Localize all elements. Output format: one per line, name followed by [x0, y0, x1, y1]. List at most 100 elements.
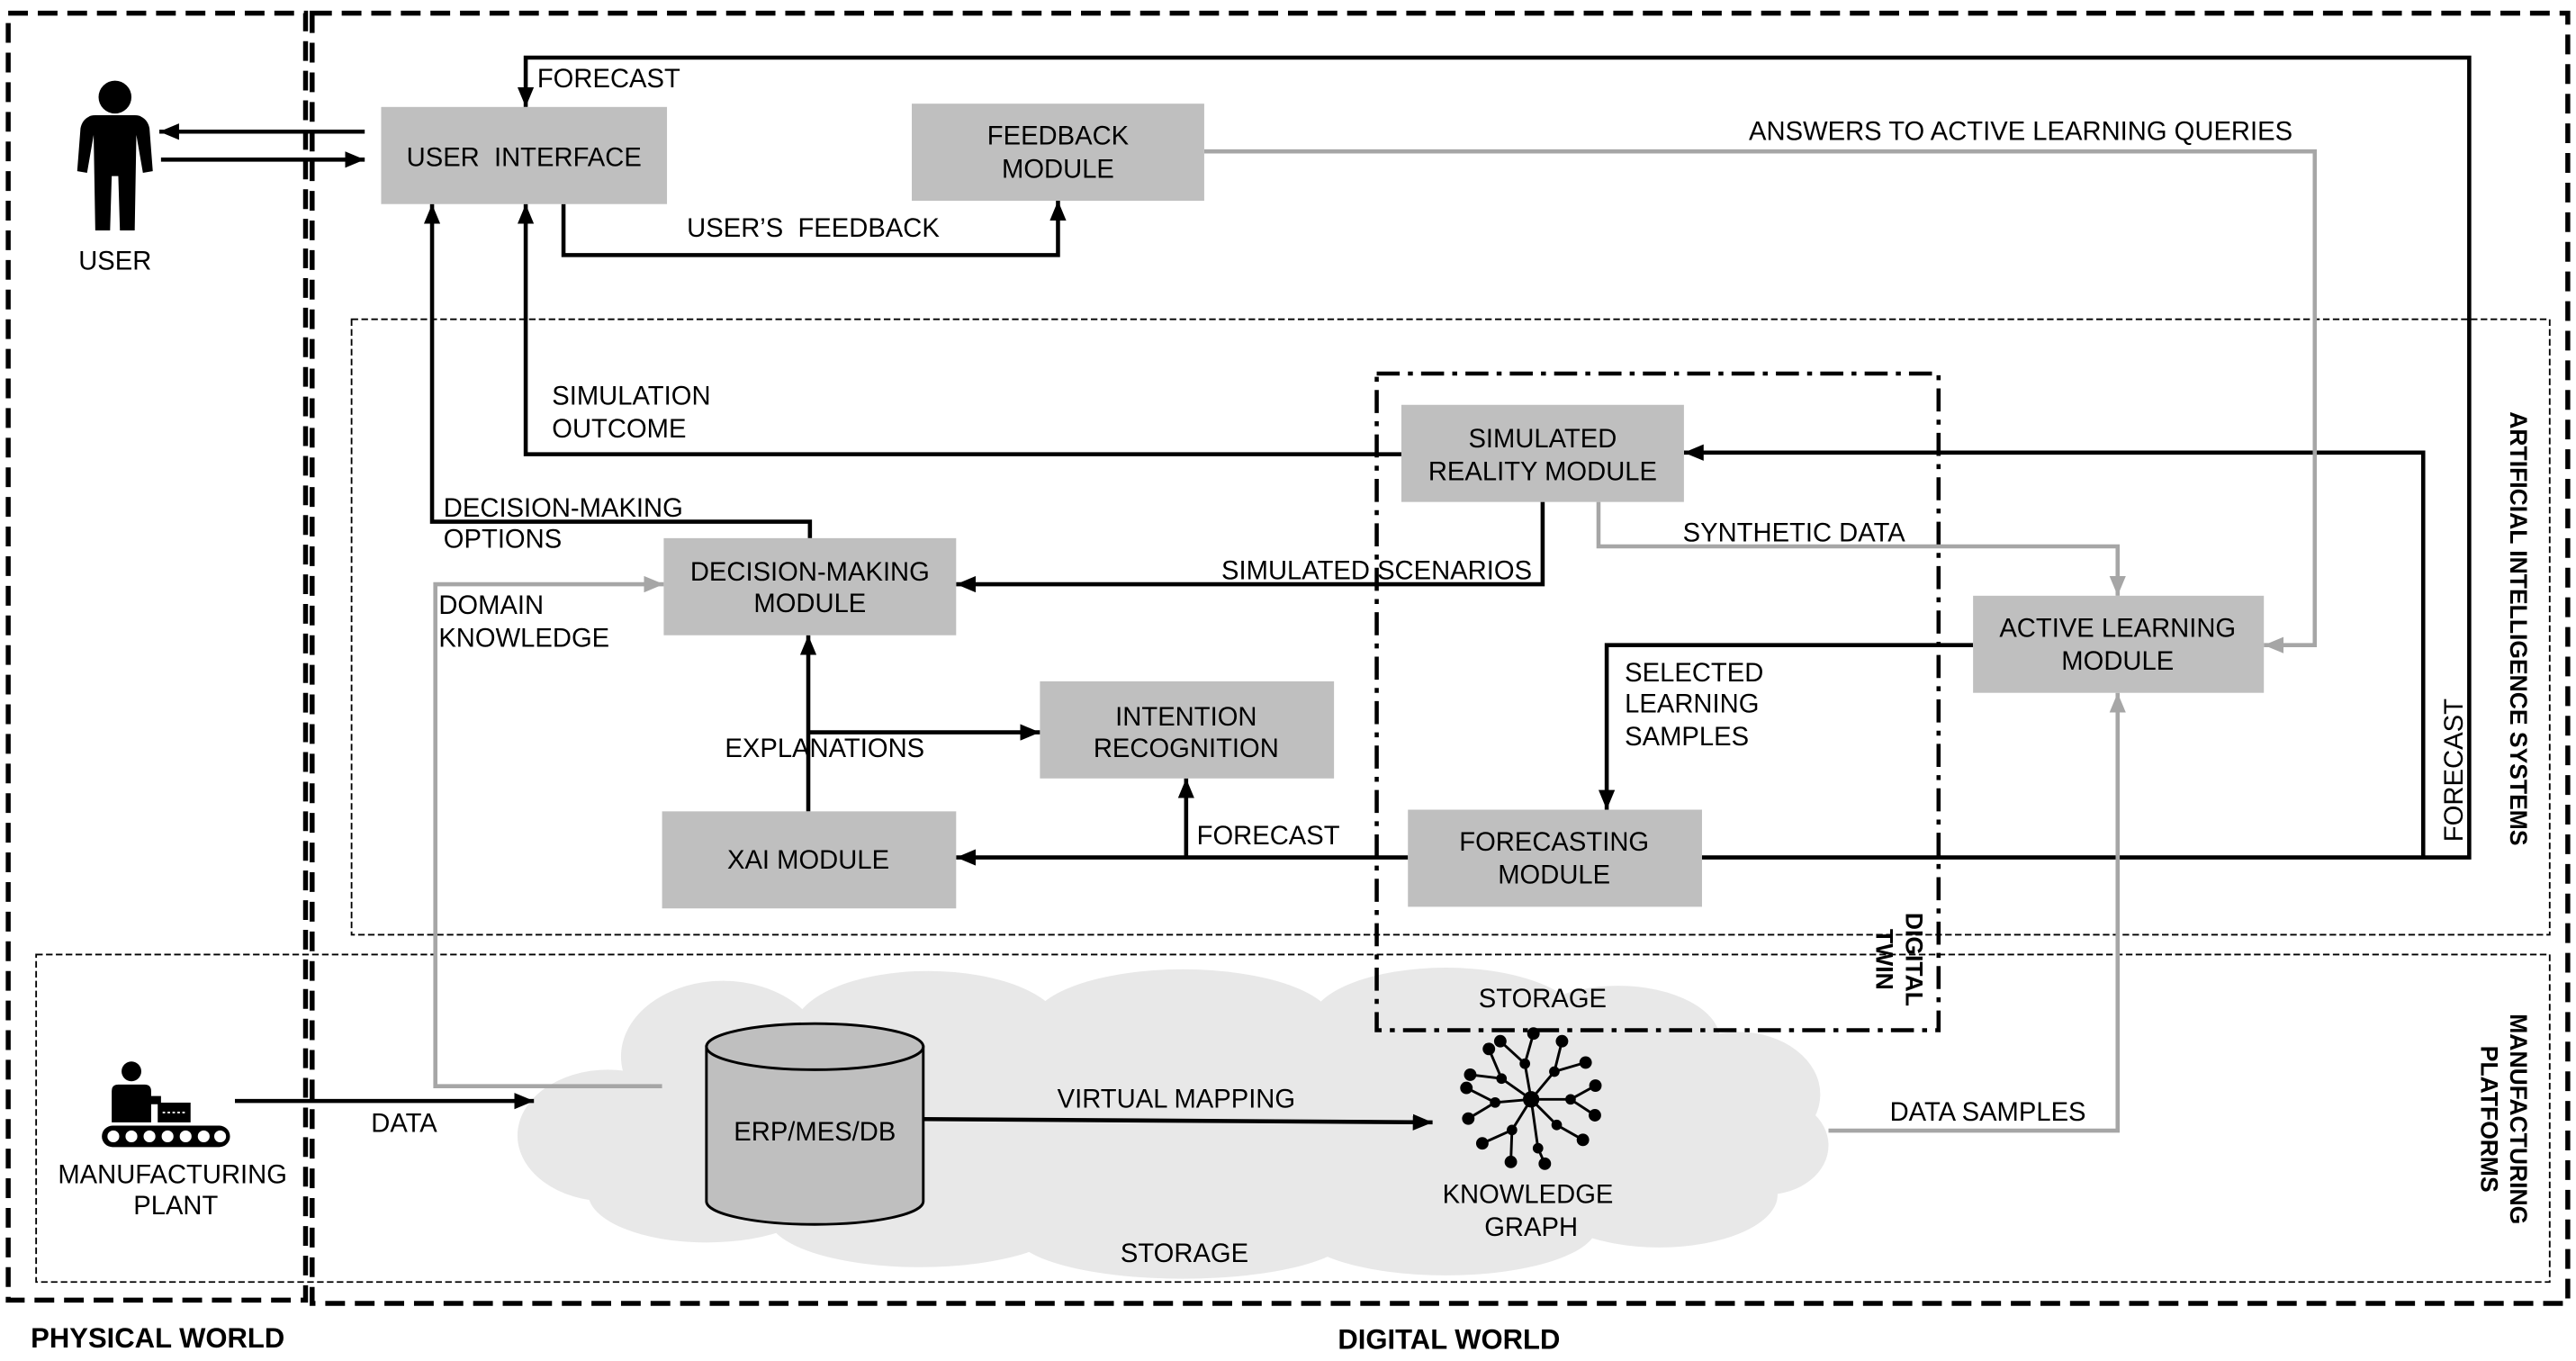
active-learning-module-box: [1973, 595, 2265, 693]
decision-options-label: OPTIONS: [444, 526, 562, 554]
user-label: USER: [78, 248, 151, 276]
forecast-loop-arrow: [517, 55, 2472, 860]
graph-node: [1464, 1068, 1477, 1081]
graph-node: [1519, 1058, 1531, 1069]
graph-node: [1482, 1042, 1496, 1056]
synthetic-data-label: SYNTHETIC DATA: [1683, 518, 1906, 547]
knowledge-graph-icon: [1460, 1027, 1602, 1170]
database-top: [705, 1022, 925, 1071]
graph-node: [1532, 1142, 1544, 1154]
graph-node: [1460, 1081, 1473, 1095]
decision-making-module-box: [663, 537, 957, 635]
domain-knowledge-arrow: [433, 575, 664, 1088]
simulation-outcome-arrow: [517, 203, 1401, 456]
feedback-module-box: [912, 104, 1204, 202]
selected-samples-label: SELECTED: [1625, 659, 1763, 688]
forecast-loop-label: FORECAST: [2440, 699, 2469, 842]
conveyor-roller: [214, 1130, 227, 1143]
simulated-scenarios-label: SIMULATED SCENARIOS: [1221, 556, 1532, 585]
decision-options-arrow: [423, 203, 813, 538]
storage-lower-label: STORAGE: [1121, 1239, 1248, 1268]
conveyor-roller: [161, 1130, 174, 1143]
domain-knowledge-label: DOMAIN: [438, 591, 544, 620]
graph-node: [1589, 1109, 1601, 1122]
graph-edge: [1529, 1099, 1540, 1149]
worker-body: [112, 1084, 161, 1122]
knowledge-graph-label: GRAPH: [1484, 1213, 1578, 1242]
virtual-mapping-label: VIRTUAL MAPPING: [1058, 1085, 1295, 1113]
forecast-to-ui-label: FORECAST: [537, 65, 680, 94]
digital-twin-label: TWIN: [1871, 929, 1898, 990]
data-samples-label: DATA SAMPLES: [1890, 1098, 2086, 1127]
digital-world-region: [310, 10, 2571, 1306]
selected-samples-label: LEARNING: [1625, 690, 1759, 718]
forecasting-module-label: MODULE: [1498, 861, 1610, 890]
manufacturing-plant-label: PLANT: [133, 1192, 218, 1221]
decision-making-module-label: MODULE: [753, 590, 866, 618]
graph-node: [1475, 1137, 1489, 1150]
simulated-reality-module-box: [1401, 404, 1684, 502]
intention-recognition-label: INTENTION: [1115, 703, 1256, 732]
domain-knowledge-label: KNOWLEDGE: [438, 624, 609, 653]
user-interface-box: [381, 106, 668, 204]
forecast-to-xai-label: FORECAST: [1197, 822, 1340, 851]
users-feedback-label: USER’S FEEDBACK: [687, 214, 940, 243]
answers-label: ANSWERS TO ACTIVE LEARNING QUERIES: [1749, 117, 2292, 146]
graph-node: [1589, 1079, 1602, 1093]
intention-recognition-box: [1040, 680, 1335, 779]
graph-node: [1555, 1034, 1569, 1048]
explanations-label: EXPLANATIONS: [725, 735, 924, 763]
xai-module-box: [662, 811, 957, 909]
person-body: [77, 114, 153, 230]
simulated-scenarios-arrow: [956, 501, 1545, 593]
simulation-outcome-label: SIMULATION: [552, 383, 710, 411]
answers-arrow: [1203, 149, 2318, 653]
storage-upper-label: STORAGE: [1479, 985, 1607, 1014]
digital-twin-boundary: [1374, 371, 1941, 1032]
data-samples-arrow: [1828, 692, 2126, 1133]
conveyor-roller: [107, 1130, 120, 1143]
graph-node: [1462, 1112, 1475, 1125]
forecasting-module-box: [1408, 809, 1702, 907]
manufacturing-platforms-label: PLATFORMS: [2475, 1046, 2502, 1193]
manufacturing-plant-label: MANUFACTURING: [58, 1160, 287, 1189]
graph-node: [1504, 1155, 1518, 1168]
graph-node: [1565, 1094, 1576, 1105]
factory-worker-conveyor-icon: [102, 1061, 230, 1148]
graph-node: [1493, 1034, 1507, 1048]
xai-module-label: XAI MODULE: [727, 846, 889, 875]
person-head: [98, 80, 132, 114]
database-cylinder-icon: [705, 1022, 925, 1226]
simulated-reality-module-label: REALITY MODULE: [1428, 458, 1657, 487]
person-icon: [77, 80, 153, 230]
conveyor-rollers: [107, 1130, 227, 1143]
graph-node: [1527, 1027, 1540, 1041]
simulated-reality-module-label: SIMULATED: [1468, 425, 1617, 454]
database-body: [705, 1045, 925, 1226]
users-feedback-arrow: [561, 201, 1067, 257]
selected-samples-label: SAMPLES: [1625, 723, 1749, 752]
graph-node: [1496, 1073, 1508, 1085]
conveyor-roller: [197, 1130, 210, 1143]
forecast-to-simulated-reality-arrow: [1683, 444, 2426, 858]
graph-node: [1538, 1157, 1552, 1170]
digital-twin-label: DIGITAL: [1900, 913, 1927, 1006]
data-label: DATA: [371, 1110, 437, 1139]
user-interface-label: USER INTERFACE: [407, 144, 642, 173]
graph-node: [1549, 1066, 1560, 1077]
graph-node: [1507, 1124, 1518, 1136]
active-learning-module-label: ACTIVE LEARNING: [1999, 614, 2236, 643]
ai-systems-region: [350, 318, 2551, 936]
graph-node: [1576, 1133, 1590, 1147]
conveyor-roller: [125, 1130, 138, 1143]
graph-node: [1579, 1056, 1592, 1069]
conveyor-roller: [179, 1130, 192, 1143]
ai-systems-label: ARTIFICIAL INTELLIGENCE SYSTEMS: [2505, 411, 2532, 845]
physical-world-region: [5, 10, 309, 1303]
simulation-outcome-label: OUTCOME: [552, 415, 686, 444]
decision-options-label: DECISION-MAKING: [444, 494, 683, 523]
intention-recognition-label: RECOGNITION: [1094, 735, 1279, 763]
graph-node: [1523, 1091, 1540, 1108]
feedback-module-label: MODULE: [1002, 155, 1114, 184]
